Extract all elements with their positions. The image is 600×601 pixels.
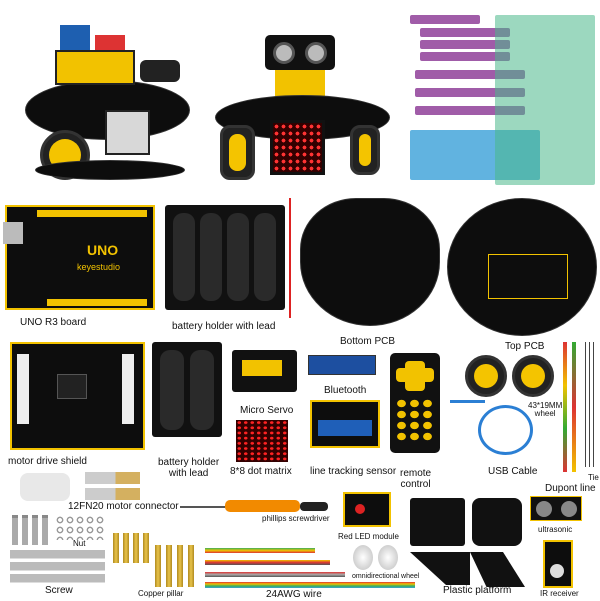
label-plastic-platform: Plastic platform (443, 585, 512, 596)
micro-servo (232, 350, 297, 392)
top-pcb (447, 198, 597, 336)
label-red-led: Red LED module (338, 532, 399, 541)
label-dot-matrix: 8*8 dot matrix (230, 466, 292, 477)
label-line-tracking: line tracking sensor (310, 466, 397, 477)
label-screwdriver: phillips screwdriver (262, 514, 330, 523)
motor-drive-shield (10, 342, 145, 450)
label-top-pcb: Top PCB (505, 341, 545, 352)
label-nut: Nut (73, 539, 86, 548)
board-text: UNO (87, 242, 119, 258)
battery-holder-4 (165, 205, 285, 310)
line-tracking-sensor (310, 400, 380, 448)
gear-motor (85, 488, 140, 500)
label-battery-holder-4: battery holder with lead (172, 321, 276, 332)
wheel (465, 355, 507, 397)
robot-car-assembled-2 (205, 10, 395, 190)
label-line: remote (400, 468, 432, 479)
usb-cable (478, 405, 533, 455)
label-line: 43*19MM (528, 401, 563, 410)
wheel (512, 355, 554, 397)
label-motor-drive-shield: motor drive shield (8, 456, 87, 467)
label-ir-receiver: IR receiver (540, 589, 579, 598)
label-24awg-wire: 24AWG wire (266, 589, 322, 600)
bottom-pcb (300, 198, 440, 326)
servo-accessories (20, 473, 70, 501)
label-ultrasonic: ultrasonic (538, 525, 573, 534)
omnidirectional-wheel (378, 545, 398, 570)
phillips-screwdriver (180, 506, 225, 508)
label-micro-servo: Micro Servo (240, 405, 294, 416)
bluetooth-module (308, 355, 376, 375)
label-uno: UNO R3 board (20, 317, 87, 328)
plastic-platform (410, 498, 465, 546)
robot-car-assembled-1 (15, 20, 200, 190)
label-line: wheel (534, 409, 556, 419)
label-omni-wheel: omnidirectional wheel (352, 573, 420, 580)
remote-control (390, 353, 440, 453)
label-line: control (400, 478, 431, 490)
battery-holder-2 (152, 342, 222, 437)
nuts (55, 515, 105, 540)
24awg-wire (205, 548, 315, 553)
label-dupont-line: Dupont line (545, 483, 596, 494)
dupont-line (563, 342, 567, 472)
uno-r3-board: UNO keyestudio (3, 205, 155, 310)
label-bottom-pcb: Bottom PCB (340, 336, 396, 347)
copper-pillar (113, 533, 119, 563)
screws (10, 515, 105, 585)
label-motor-connector: 12FN20 motor connector (68, 501, 179, 512)
ir-receiver (543, 540, 573, 588)
red-led-module (343, 492, 391, 527)
label-line: battery holder (158, 457, 220, 468)
label-line: with lead (168, 467, 209, 479)
gear-motor (85, 472, 140, 484)
label-usb-cable: USB Cable (488, 466, 538, 477)
label-copper-pillar: Copper pillar (138, 589, 184, 598)
dot-matrix-8x8 (236, 420, 288, 462)
omnidirectional-wheel (353, 545, 373, 570)
block-code-screenshot (405, 10, 600, 195)
label-tie: Tie (588, 473, 599, 482)
label-bluetooth: Bluetooth (324, 385, 367, 396)
label-screw: Screw (45, 585, 73, 596)
keyestudio-logo: keyestudio (77, 262, 121, 272)
cable-tie (585, 342, 586, 467)
ultrasonic-sensor (530, 496, 582, 521)
